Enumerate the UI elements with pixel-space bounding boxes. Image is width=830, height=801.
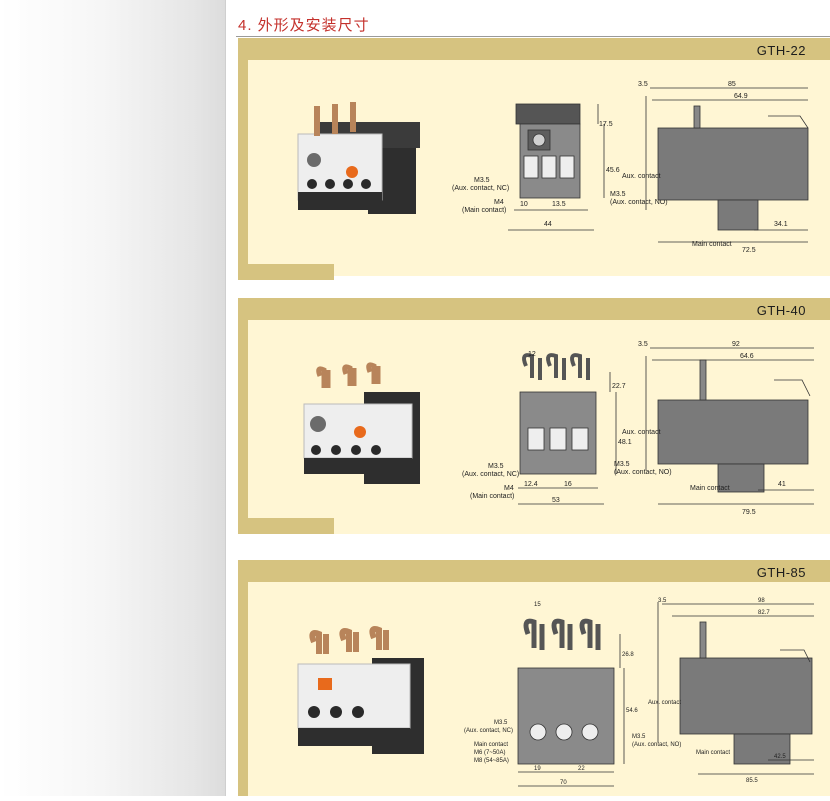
side-view-drawing [645,347,814,505]
side-dim-d1: 42.5 [774,754,786,760]
side-dim-left: 3.5 [658,598,667,604]
panel-header-bar [238,38,830,60]
model-label: GTH-85 [756,565,806,580]
side-view-drawing [645,87,809,243]
side-dim-left: 3.5 [638,341,648,348]
side-view-drawing [657,602,814,775]
aux-nc-line1: M3.5 [494,720,508,726]
model-label: GTH-22 [756,43,806,58]
side-dim-width: 92 [732,341,740,348]
dim-bottom-2: 13.5 [552,201,566,208]
side-dim-left: 3.5 [638,81,648,88]
side-dim-d2: 79.5 [742,509,756,516]
aux-no-line2: (Aux. contact, NO) [632,742,681,748]
main-line2: M6 (7~50A) [474,750,506,756]
dim-top: 17.5 [599,121,613,128]
panel-drawing: 17.5 45.6 M3.5 (Aux. contact, NC) M3.5 (… [297,81,809,254]
side-dim-inner: 64.6 [740,353,754,360]
aux-no-line1: M3.5 [632,734,646,740]
main-line2: (Main contact) [470,493,514,500]
aux-nc-line2: (Aux. contact, NC) [452,185,509,192]
dim-bottom-1: 10 [520,201,528,208]
panel-body: 17.5 45.6 M3.5 (Aux. contact, NC) M3.5 (… [248,60,830,276]
title-divider [236,36,830,37]
main-line1: Main contact [474,742,508,748]
product-photo [297,102,420,214]
panel-body: 12 22.7 48.1 M3.5 (Aux. contact, NC) M3.… [248,320,830,534]
panel-drawing: 15 26.8 54.6 M3.5 (Aux. contact, NC) M3.… [297,598,814,787]
main-line2: (Main contact) [462,207,506,214]
dim-bottom-3: 53 [552,497,560,504]
side-aux-label: Aux. contact [622,173,661,180]
aux-no-line2: (Aux. contact, NO) [610,199,668,206]
side-main-label: Main contact [690,485,730,492]
aux-nc-line1: M3.5 [488,463,504,470]
panel-gth-85: GTH-85 [238,560,830,796]
aux-no-line1: M3.5 [610,191,626,198]
side-main-label: Main contact [696,750,730,756]
panel-header-bar [238,298,830,320]
dim-top: 15 [534,602,541,608]
side-dim-d1: 34.1 [774,221,788,228]
panel-header-bar [238,560,830,582]
side-dim-d2: 72.5 [742,247,756,254]
side-dim-d1: 41 [778,481,786,488]
front-view-drawing [517,618,625,787]
dim-side-top: 22.7 [612,383,626,390]
dim-side: 48.1 [618,439,632,446]
dim-side: 54.6 [626,708,638,714]
model-label: GTH-40 [756,303,806,318]
side-dim-width: 85 [728,81,736,88]
panel-gth-40: GTH-40 [238,298,830,534]
side-aux-label: Aux. contact [648,700,681,706]
left-gradient-strip [0,0,226,796]
aux-no-line2: (Aux. contact, NO) [614,469,672,476]
aux-nc-line1: M3.5 [474,177,490,184]
front-view-drawing [518,353,617,505]
section-title: 4. 外形及安装尺寸 [238,17,370,34]
side-main-label: Main contact [692,241,732,248]
dim-side: 45.6 [606,167,620,174]
main-line1: M4 [494,199,504,206]
aux-no-line1: M3.5 [614,461,630,468]
dim-bottom-3: 44 [544,221,552,228]
dim-side-top: 26.8 [622,652,634,658]
side-dim-inner: 64.9 [734,93,748,100]
side-dim-d2: 85.5 [746,778,758,784]
front-view-drawing [508,103,605,231]
dim-bottom-2: 16 [564,481,572,488]
product-photo [303,362,420,484]
dim-top: 12 [528,351,536,358]
panel-body: 15 26.8 54.6 M3.5 (Aux. contact, NC) M3.… [248,582,830,796]
dim-bottom-2: 22 [578,766,585,772]
panel-drawing: 12 22.7 48.1 M3.5 (Aux. contact, NC) M3.… [303,341,814,516]
aux-nc-line2: (Aux. contact, NC) [464,728,513,734]
dim-bottom-1: 12.4 [524,481,538,488]
side-dim-width: 98 [758,598,765,604]
side-dim-inner: 82.7 [758,610,770,616]
aux-nc-line2: (Aux. contact, NC) [462,471,519,478]
panel-gth-22: GTH-22 [238,38,830,280]
main-line1: M4 [504,485,514,492]
product-photo [297,626,424,754]
main-line3: M8 (54~85A) [474,758,509,764]
dim-bottom-1: 19 [534,766,541,772]
side-aux-label: Aux. contact [622,429,661,436]
dim-bottom-3: 70 [560,780,567,786]
